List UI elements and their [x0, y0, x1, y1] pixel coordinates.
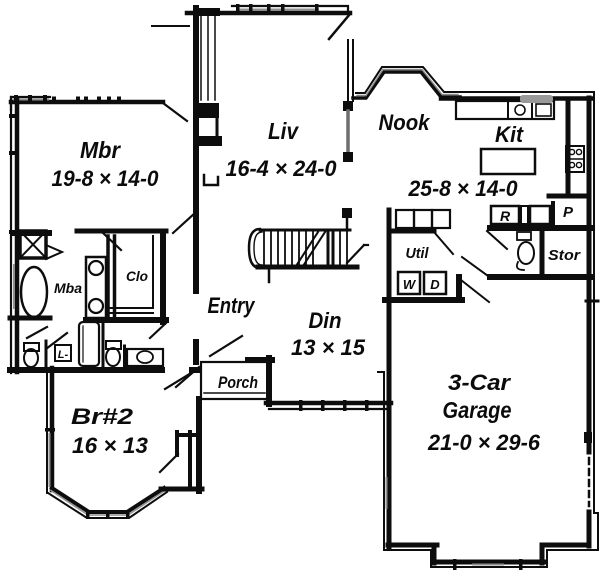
svg-text:Liv: Liv: [268, 118, 299, 144]
svg-text:Br#2: Br#2: [71, 404, 134, 429]
svg-text:Porch: Porch: [218, 373, 258, 392]
svg-text:16 × 13: 16 × 13: [72, 433, 148, 458]
svg-text:25-8 × 14-0: 25-8 × 14-0: [408, 176, 519, 201]
svg-text:Mbr: Mbr: [80, 137, 121, 163]
svg-text:13 × 15: 13 × 15: [291, 335, 366, 360]
svg-text:L-: L-: [58, 349, 69, 361]
svg-text:Entry: Entry: [208, 293, 256, 318]
svg-text:Stor: Stor: [548, 247, 581, 264]
svg-text:3-Car: 3-Car: [448, 370, 512, 395]
svg-text:Util: Util: [406, 245, 430, 262]
svg-text:Mba: Mba: [54, 280, 82, 296]
svg-text:19-8 × 14-0: 19-8 × 14-0: [52, 166, 160, 191]
svg-text:Nook: Nook: [379, 110, 432, 135]
svg-text:21-0 × 29-6: 21-0 × 29-6: [427, 430, 541, 455]
svg-text:Din: Din: [309, 308, 342, 333]
svg-text:Clo: Clo: [126, 268, 148, 284]
svg-text:Kit: Kit: [495, 122, 525, 147]
svg-text:Garage: Garage: [443, 397, 512, 423]
svg-text:D: D: [430, 277, 440, 292]
svg-text:16-4 × 24-0: 16-4 × 24-0: [226, 156, 338, 181]
svg-text:W: W: [403, 277, 417, 292]
svg-text:P: P: [563, 204, 574, 221]
svg-text:R: R: [500, 208, 511, 224]
